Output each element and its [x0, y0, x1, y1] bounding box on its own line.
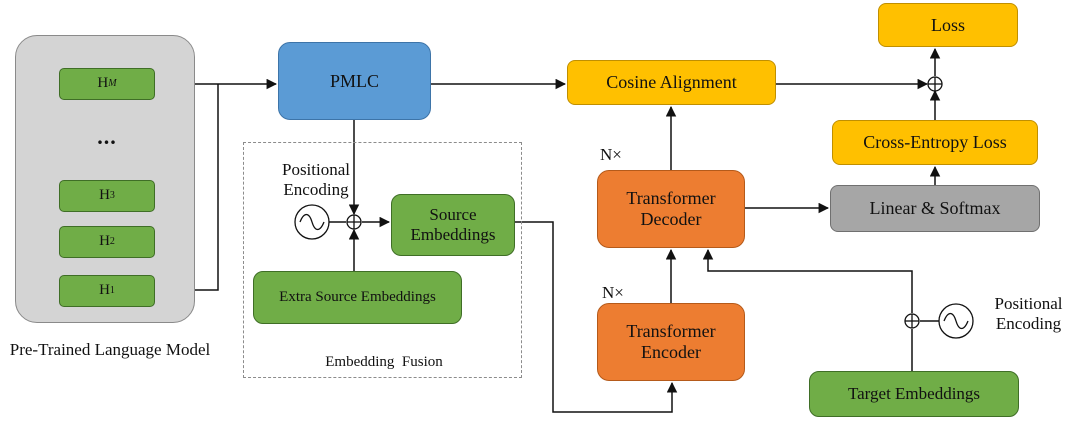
hidden-state-name: H — [99, 187, 110, 204]
hidden-state-subscript: M — [108, 78, 117, 90]
embedding-fusion-label: Embedding Fusion — [325, 354, 443, 370]
cosine-alignment-block: Cosine Alignment — [567, 60, 776, 105]
hidden-state-name: H — [97, 75, 109, 92]
positional-encoding-label: Positional Encoding — [994, 294, 1063, 334]
cross-entropy-loss-block: Cross-Entropy Loss — [832, 120, 1038, 165]
hidden-state-subscript: 2 — [109, 236, 115, 248]
sine-wave-icon — [938, 303, 974, 339]
sum-node-target — [904, 313, 920, 329]
positional-encoding-label: Positional Encoding — [281, 160, 350, 200]
plm-label: Pre-Trained Language Model — [9, 340, 211, 359]
target-embeddings-block: Target Embeddings — [809, 371, 1019, 417]
sum-node-loss — [927, 76, 943, 92]
linear-softmax-block: Linear & Softmax — [830, 185, 1040, 232]
hidden-state-name: H — [99, 282, 110, 299]
source-embeddings-block: Source Embeddings — [391, 194, 515, 256]
transformer-decoder-block: Transformer Decoder — [597, 170, 745, 248]
sum-node-fusion — [346, 214, 362, 230]
transformer-encoder-block: Transformer Encoder — [597, 303, 745, 381]
ellipsis: ... — [97, 124, 117, 149]
extra-source-embeddings-block: Extra Source Embeddings — [253, 271, 462, 324]
hidden-state-name: H — [99, 233, 110, 250]
hidden-state-subscript: 1 — [109, 285, 115, 297]
embedding-fusion-region — [243, 142, 522, 378]
decoder-repeat-label: N× — [600, 145, 622, 164]
edge-source-to-encoder — [515, 221, 678, 413]
loss-block: Loss — [878, 3, 1018, 47]
encoder-repeat-label: N× — [602, 283, 624, 302]
hidden-state-subscript: 3 — [109, 190, 115, 202]
sine-wave-icon — [294, 204, 330, 240]
edge-sum-to-decoder — [702, 248, 913, 313]
pmlc-block: PMLC — [278, 42, 431, 120]
